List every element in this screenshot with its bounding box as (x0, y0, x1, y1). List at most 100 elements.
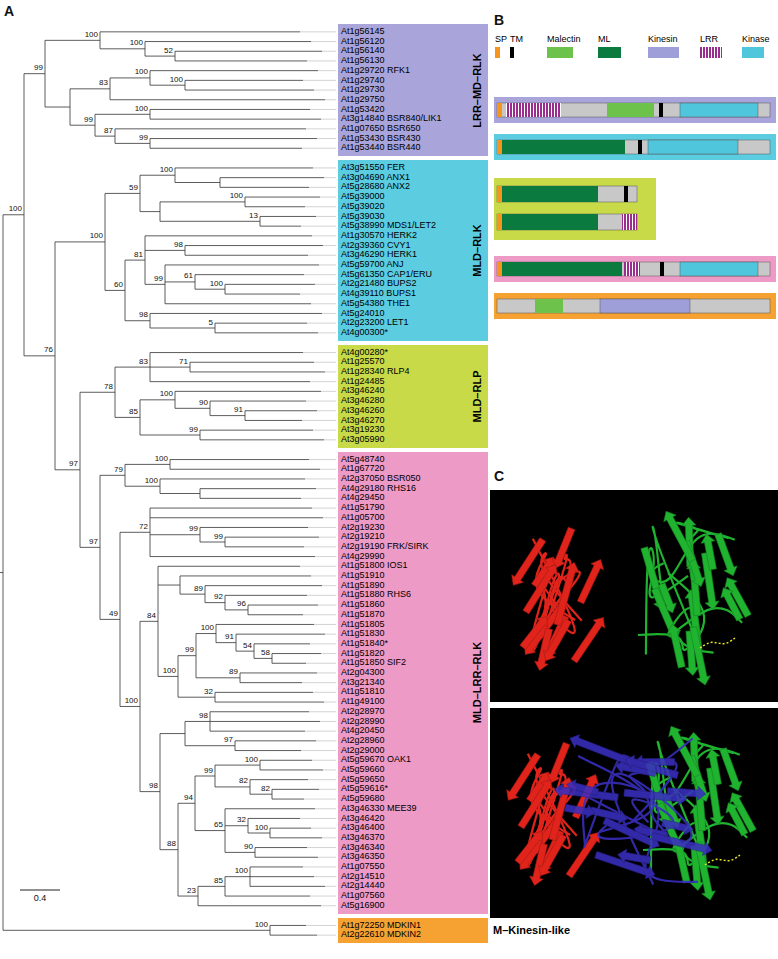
tree-branch (150, 313, 322, 314)
tree-branch (150, 517, 323, 518)
tree-branch (140, 211, 160, 212)
tree-branch (110, 99, 325, 100)
tree-branch (145, 42, 146, 57)
leaf-guide (301, 750, 336, 751)
gene-label: At5g59670 OAK1 (341, 755, 411, 765)
tree-branch (80, 392, 81, 547)
tree-branch (245, 410, 317, 411)
tree-branch (205, 586, 206, 603)
tree-branch (165, 264, 319, 265)
tree-branch (240, 682, 302, 683)
tree-branch (140, 621, 158, 622)
tree-branch (196, 633, 216, 634)
gene-label: At2g23200 LET1 (341, 318, 409, 328)
tree-branch (175, 51, 322, 52)
legend-text: Malectin (547, 34, 581, 44)
tree-branch (70, 125, 95, 126)
gene-label: At2g19210 (341, 532, 385, 542)
bootstrap-value: 99 (204, 767, 213, 775)
tree-branch (3, 214, 24, 215)
beta-strand (625, 755, 678, 778)
bootstrap-value: 90 (244, 843, 253, 851)
bootstrap-value: 99 (214, 533, 223, 541)
clade-band: M–Kinesin-likeAt1g72250 MDKIN1At2g22610 … (338, 918, 488, 943)
gene-label: At1g07560 (341, 891, 385, 901)
gene-label: At1g51820 (341, 649, 385, 659)
leaf-guide (318, 857, 336, 858)
tree-branch (145, 284, 165, 285)
gene-label: At1g25570 (341, 357, 385, 367)
tree-branch (210, 721, 320, 722)
leaf-guide (315, 284, 336, 285)
bootstrap-value: 85 (214, 877, 223, 885)
tree-branch (248, 833, 270, 834)
tree-branch (270, 837, 322, 838)
tree-branch (150, 109, 151, 119)
legend-swatch (648, 47, 679, 58)
leaf-guide (323, 769, 336, 770)
tree-branch (215, 332, 318, 333)
row-frame (494, 178, 656, 240)
tree-branch (260, 216, 261, 226)
tree-branch (272, 799, 304, 800)
gene-label: At1g29740 (341, 76, 385, 86)
clade-name: MLD–RLK (471, 224, 484, 277)
tree-branch (190, 362, 191, 372)
tree-branch (165, 281, 195, 282)
tm-domain (638, 140, 642, 154)
bootstrap-value: 52 (164, 47, 173, 55)
leaf-guide (306, 128, 336, 129)
tree-branch (150, 71, 151, 86)
tree-branch (195, 776, 215, 777)
tree-branch (175, 408, 210, 409)
bootstrap-value: 79 (114, 466, 123, 474)
tree-branch (110, 78, 111, 100)
bootstrap-value: 82 (261, 785, 270, 793)
lrr-domain (622, 214, 637, 230)
bootstrap-value: 83 (99, 79, 108, 87)
legend-item: TM (510, 34, 523, 58)
gene-label: At1g56120 (341, 37, 385, 47)
gene-label: At1g24485 (341, 377, 385, 387)
bootstrap-value: 98 (174, 241, 183, 249)
tree-branch (250, 886, 325, 887)
tree-branch (160, 849, 178, 850)
domain-row (494, 256, 776, 282)
bootstrap-value: 99 (34, 64, 43, 72)
domain-row (494, 134, 776, 160)
leaf-guide (317, 138, 336, 139)
kinesin-domain (600, 299, 690, 313)
gene-label: At1g30570 HERK2 (341, 231, 417, 241)
beta-strand (726, 803, 748, 836)
tree-branch (105, 290, 125, 291)
gene-label: At3g05990 (341, 435, 385, 445)
tree-branch (160, 221, 260, 222)
ribbon-domain (512, 527, 605, 670)
tree-branch (255, 848, 256, 858)
bootstrap-value: 98 (199, 712, 208, 720)
tree-branch (160, 201, 245, 202)
tree-branch (175, 168, 176, 183)
gene-label: At4g29990 (341, 552, 385, 562)
legend-item: ML (598, 34, 621, 58)
phylogenetic-tree (0, 32, 336, 935)
beta-strand (554, 562, 579, 625)
tree-branch (170, 469, 320, 470)
gene-label: At1g67720 (341, 464, 385, 474)
bootstrap-value: 100 (125, 697, 138, 705)
bootstrap-value: 100 (255, 824, 268, 832)
tree-branch (175, 60, 307, 61)
beta-strand (512, 538, 546, 586)
tree-branch (125, 320, 150, 321)
gene-label: At2g28960 (341, 736, 385, 746)
tree-branch (3, 215, 4, 931)
gene-label: At1g07650 BSR650 (341, 124, 421, 134)
row-frame (494, 134, 776, 160)
tree-branch (260, 769, 323, 770)
bootstrap-value: 65 (214, 821, 223, 829)
domain-row (494, 178, 656, 240)
gene-label: At1g51870 (341, 610, 385, 620)
tree-branch (270, 828, 271, 838)
beta-strand (720, 748, 742, 791)
tree-branch (140, 621, 141, 791)
